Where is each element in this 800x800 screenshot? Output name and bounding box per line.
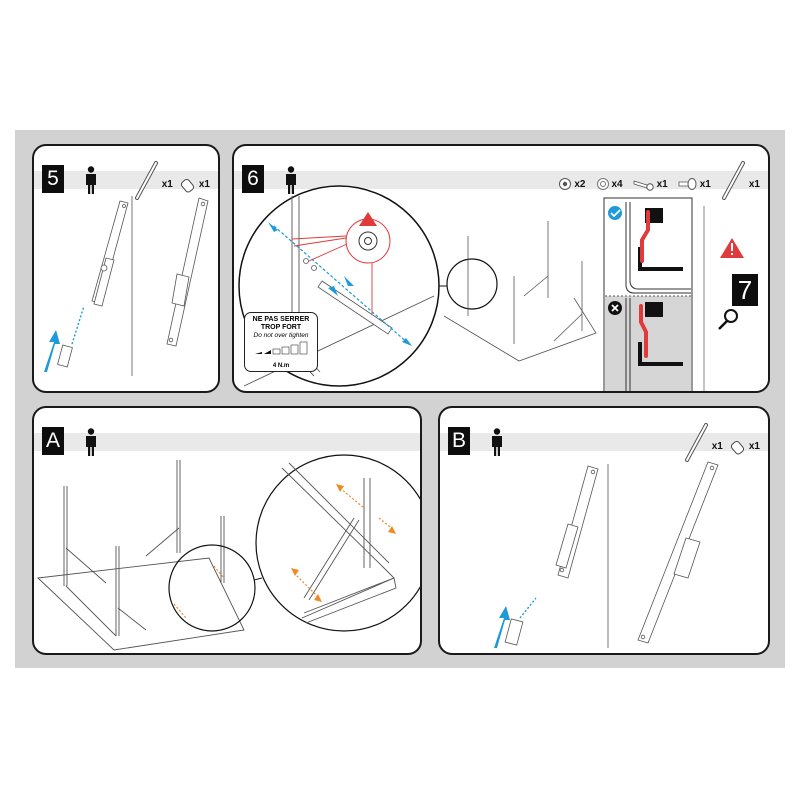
parts-list: x2 x4 x1 x1 x1: [558, 161, 760, 200]
panel-step-6: 6 x2 x4 x1 x1 x1: [232, 144, 770, 393]
step-number: 5: [42, 165, 64, 193]
person-icon: [86, 166, 96, 194]
part-qty: x1: [161, 178, 173, 190]
part-qty: x1: [198, 178, 210, 190]
header-band: [34, 433, 420, 451]
part-qty: x1: [656, 178, 668, 190]
bolt-icon: [633, 180, 654, 191]
part-qty: x1: [748, 178, 760, 190]
step-number: B: [448, 427, 470, 455]
part-end-cap: x1: [179, 175, 210, 193]
torque-warning-label: NE PAS SERRER TROP FORT Do not over tigh…: [244, 312, 318, 372]
nut-icon: [559, 178, 572, 190]
parts-list: x1 x1: [684, 423, 760, 462]
arrow-icon: [314, 594, 322, 602]
panel-step-5: 5 x1 x1: [32, 144, 220, 393]
rod-icon: [684, 423, 708, 462]
part-rod: x1: [684, 423, 723, 462]
leg-assembly-diagram: [44, 196, 209, 376]
part-rod: x1: [134, 161, 173, 200]
part-qty: x4: [611, 178, 623, 190]
see-step-7-reference: 7: [732, 274, 758, 306]
arrow-icon: [494, 606, 510, 648]
part-qty: x2: [574, 178, 586, 190]
leg-assembly-diagram: [494, 461, 719, 648]
person-icon: [86, 428, 96, 456]
panel-step-a: A: [32, 406, 422, 655]
person-icon: [492, 428, 502, 456]
part-bolt: x1: [633, 177, 668, 191]
part-qty: x1: [748, 440, 760, 452]
torque-line3: Do not over tighten: [253, 332, 309, 339]
end-cap-icon: [180, 178, 194, 193]
end-cap-icon: [730, 440, 744, 455]
step-number: A: [42, 427, 64, 455]
parts-list: x1 x1: [134, 161, 210, 200]
part-end-cap: x1: [729, 437, 760, 455]
screw-icon: [678, 178, 697, 190]
arrow-icon: [291, 568, 299, 576]
panel-step-b: B x1 x1: [438, 406, 770, 655]
warning-icon: [359, 212, 377, 226]
step-number: 6: [242, 165, 264, 193]
rod-icon: [134, 161, 158, 200]
arrow-icon: [388, 526, 396, 534]
arrow-icon: [44, 330, 60, 372]
part-washer: x4: [596, 177, 623, 191]
header-band: [440, 433, 768, 451]
torque-scale-icon: [255, 341, 308, 355]
arrow-icon: [336, 484, 344, 492]
arrow-icon: [268, 222, 278, 232]
header-band: [34, 171, 218, 189]
washer-icon: [596, 178, 609, 190]
part-screw: x1: [678, 177, 711, 191]
arrow-icon: [344, 276, 354, 286]
torque-line1: NE PAS SERRER: [252, 316, 310, 323]
rod-icon: [721, 161, 745, 200]
arrow-icon: [328, 286, 338, 296]
person-icon: [286, 166, 296, 194]
part-qty: x1: [711, 440, 723, 452]
part-rod: x1: [721, 161, 760, 200]
part-nut: x2: [558, 177, 586, 191]
arrow-icon: [402, 338, 412, 346]
torque-line2: TROP FORT: [260, 324, 302, 331]
part-qty: x1: [699, 178, 711, 190]
torque-value: 4 N.m: [272, 363, 290, 369]
table-frame-diagram: [36, 454, 420, 651]
